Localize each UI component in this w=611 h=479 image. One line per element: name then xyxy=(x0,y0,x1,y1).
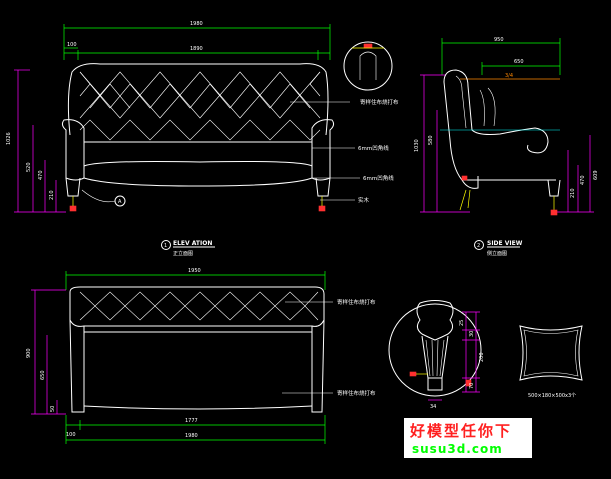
side-rear-leg xyxy=(547,179,561,197)
side-dim-470: 470 xyxy=(580,175,586,185)
plan-tufting-grid xyxy=(79,291,319,321)
watermark-line1: 好模型任你下 xyxy=(409,422,512,440)
front-view-number: 1 xyxy=(164,243,167,249)
side-dim-609: 609 xyxy=(593,170,599,180)
side-vertical-dim-lines xyxy=(420,74,594,213)
side-rear-marker xyxy=(550,209,558,216)
side-back-profile xyxy=(443,69,549,154)
front-elevation: 1980 1890 100 1026 520 470 210 xyxy=(6,21,399,257)
plan-dim-1980: 1980 xyxy=(185,433,198,439)
front-left-arm xyxy=(61,119,85,181)
front-leader-lines xyxy=(290,101,360,201)
plan-back-outline xyxy=(69,286,325,327)
side-dim-580: 580 xyxy=(428,135,434,145)
front-right-arm xyxy=(311,119,335,181)
leg-detail-flutes xyxy=(425,339,445,377)
front-tufting-grid xyxy=(79,71,321,141)
front-note-6mm-1: 6mm凹角线 xyxy=(358,144,389,152)
front-view-title: ELEV ATION xyxy=(173,240,212,247)
front-dim-470: 470 xyxy=(38,170,44,180)
front-dim-1890: 1890 xyxy=(190,46,203,52)
plan-dim-100: 100 xyxy=(66,432,76,438)
front-detail-marker xyxy=(363,43,373,49)
plan-dim-50: 50 xyxy=(50,406,56,412)
side-front-leg xyxy=(461,176,479,189)
leg-dim-34: 34 xyxy=(430,404,436,410)
side-dim-red: 3/4 xyxy=(505,73,513,79)
plan-left-arm xyxy=(69,319,85,413)
leg-detail-circle xyxy=(388,303,482,397)
plan-dim-900: 900 xyxy=(26,348,32,358)
side-view: 950 650 3/4 1030 580 470 210 609 xyxy=(414,37,599,257)
leg-detail-marker xyxy=(409,371,417,377)
pillow-label: 500×180×500x3个 xyxy=(528,393,576,399)
leg-detail-dim-lines xyxy=(428,311,480,401)
side-back-inner xyxy=(455,75,467,129)
leg-dim-70: 70 xyxy=(469,383,475,389)
leg-dim-200: 200 xyxy=(479,352,485,362)
side-dim-210: 210 xyxy=(570,188,576,198)
front-dim-210: 210 xyxy=(49,190,55,200)
plan-leader-lines xyxy=(282,301,333,394)
side-view-title: SIDE VIEW xyxy=(487,240,523,247)
pillow-detail: 500×180×500x3个 xyxy=(519,325,583,399)
side-view-number-circle xyxy=(474,240,484,250)
watermark-line2: susu3d.com xyxy=(412,442,503,456)
plan-note-fabric-1: 寄样住布烧打布 xyxy=(337,298,376,306)
watermark-background xyxy=(404,418,532,458)
leg-dim-30: 30 xyxy=(469,331,475,337)
front-detail-profile xyxy=(359,51,377,80)
leg-detail-top xyxy=(416,300,454,341)
side-view-number: 2 xyxy=(477,243,480,249)
front-dim-lines xyxy=(63,24,331,60)
front-view-number-circle xyxy=(161,240,171,250)
front-note-6mm-2: 6mm凹角线 xyxy=(363,174,394,182)
leg-detail: 25 30 200 70 34 xyxy=(388,300,485,410)
front-dim-1980: 1980 xyxy=(190,21,203,27)
pillow-outline xyxy=(519,325,583,381)
front-dim-1026: 1026 xyxy=(6,132,12,145)
side-dim-lines xyxy=(441,38,561,75)
front-left-foot-marker xyxy=(69,205,77,212)
front-left-leg xyxy=(65,177,81,197)
pillow-inner xyxy=(523,329,579,377)
front-note-wood: 实木 xyxy=(358,196,370,204)
plan-dim-lines xyxy=(65,271,326,444)
front-right-foot-marker xyxy=(318,205,326,212)
front-callout-a-label: A xyxy=(118,199,122,205)
front-back-outline xyxy=(67,63,329,136)
plan-dim-650: 650 xyxy=(40,370,46,380)
side-body-outline xyxy=(443,81,556,181)
front-vertical-dim-lines xyxy=(14,69,66,213)
front-detail-bubble xyxy=(343,41,393,91)
plan-vertical-dim-lines xyxy=(31,289,66,415)
side-back-cushions xyxy=(479,87,496,127)
plan-right-arm xyxy=(311,319,325,413)
plan-view: 1950 1777 1980 100 900 650 50 寄样住布烧打布 寄样… xyxy=(26,268,376,444)
watermark: 好模型任你下 susu3d.com xyxy=(404,418,532,458)
front-callout-leader xyxy=(81,189,116,203)
front-seat-front xyxy=(83,161,313,167)
side-dim-650: 650 xyxy=(514,59,524,65)
side-front-leg-axis xyxy=(459,189,471,211)
plan-dim-1950: 1950 xyxy=(188,268,201,274)
side-dim-950: 950 xyxy=(494,37,504,43)
leg-detail-foot xyxy=(427,377,443,391)
front-dim-100: 100 xyxy=(67,42,77,48)
leg-dim-70-marker xyxy=(465,379,472,387)
front-seat-skirt xyxy=(83,177,313,187)
plan-dim-1777: 1777 xyxy=(185,418,198,424)
plan-seat-front-edge xyxy=(83,405,313,410)
front-note-fabric: 寄样住布烧打布 xyxy=(360,98,399,106)
leg-dim-25: 25 xyxy=(459,320,465,326)
side-view-subtitle: 侧立面图 xyxy=(487,250,507,257)
front-view-subtitle: 正立面图 xyxy=(173,250,193,257)
front-dim-520: 520 xyxy=(26,162,32,172)
side-front-marker xyxy=(461,175,468,181)
front-right-leg xyxy=(315,177,331,197)
plan-note-fabric-2: 寄样住布烧打布 xyxy=(337,389,376,397)
leg-detail-body xyxy=(421,335,449,379)
side-dim-1030: 1030 xyxy=(414,139,420,152)
